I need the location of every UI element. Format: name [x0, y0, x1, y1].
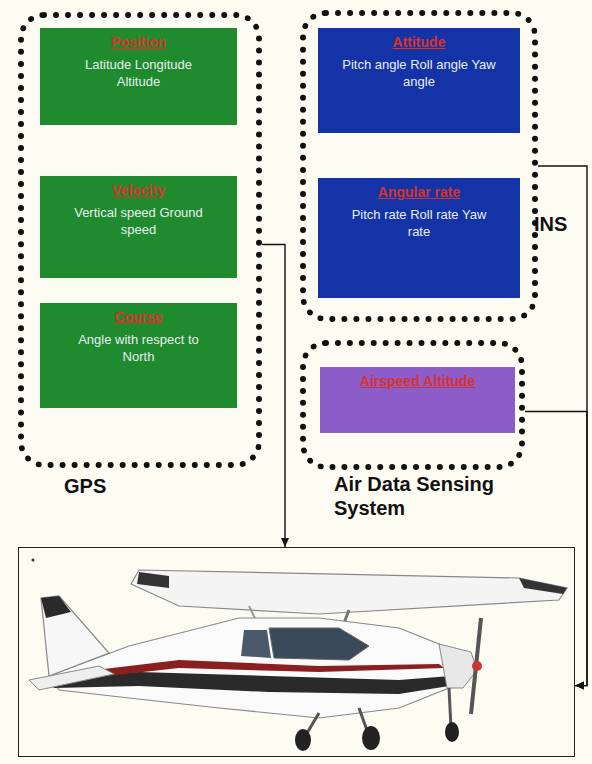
- data-box: AttitudePitch angle Roll angle Yaw angle: [318, 28, 520, 133]
- box-heading: Attitude: [324, 34, 514, 52]
- box-heading: Velocity: [46, 182, 231, 200]
- box-body: Vertical speed Ground speed: [64, 204, 213, 239]
- aircraft-frame: [18, 547, 575, 757]
- box-body: Pitch angle Roll angle Yaw angle: [342, 56, 496, 91]
- data-box: PositionLatitude Longitude Altitude: [40, 28, 237, 125]
- group-label: Air Data Sensing System: [334, 472, 534, 520]
- connector-arrow: [538, 166, 587, 686]
- box-heading: Course: [46, 309, 231, 327]
- gps-group: GPSPositionLatitude Longitude AltitudeVe…: [18, 12, 262, 468]
- data-box: Angular ratePitch rate Roll rate Yaw rat…: [318, 178, 520, 298]
- box-body: Angle with respect to North: [64, 331, 213, 366]
- box-body: Latitude Longitude Altitude: [64, 56, 213, 91]
- group-label: GPS: [64, 474, 106, 498]
- data-box: Airspeed Altitude: [320, 367, 515, 433]
- airplane-illustration: [19, 548, 574, 756]
- box-heading: Position: [46, 34, 231, 52]
- connector-arrow: [262, 245, 285, 547]
- box-heading: Angular rate: [324, 184, 514, 202]
- data-box: CourseAngle with respect to North: [40, 303, 237, 408]
- connector-arrow: [525, 412, 587, 686]
- air-data-group: Air Data Sensing SystemAirspeed Altitude: [300, 340, 525, 470]
- data-box: VelocityVertical speed Ground speed: [40, 176, 237, 278]
- box-heading: Airspeed Altitude: [326, 373, 509, 391]
- ins-group: INSAttitudePitch angle Roll angle Yaw an…: [300, 10, 538, 322]
- group-label: INS: [534, 212, 567, 236]
- box-body: Pitch rate Roll rate Yaw rate: [342, 206, 496, 241]
